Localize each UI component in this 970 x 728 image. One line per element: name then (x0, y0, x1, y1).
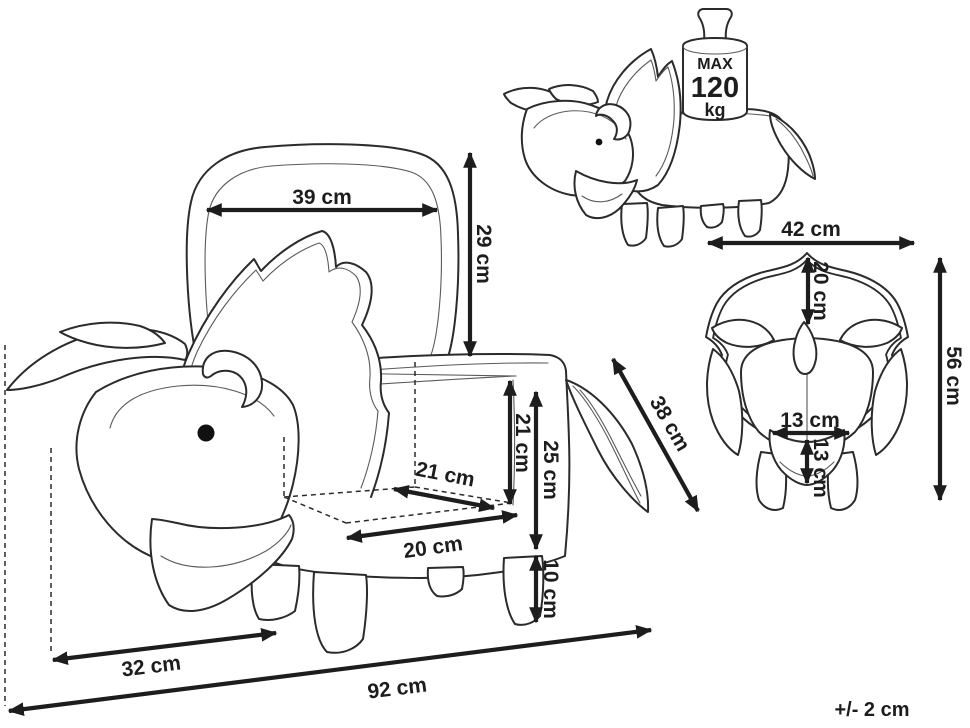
dim-arrow-seat-height: 25 cm (529, 390, 562, 551)
max-load-line3: kg (704, 100, 725, 120)
mouth-line (581, 193, 623, 203)
dim-arrow-frill-height: 20 cm (801, 256, 832, 326)
leg-outline (426, 566, 465, 598)
dim-arrow-lid-width: 39 cm (205, 186, 439, 217)
beak-outline (149, 514, 295, 612)
cheek-flap (870, 348, 908, 456)
mouth-line (160, 524, 292, 568)
dim-label-inner-height: 21 cm (511, 413, 534, 473)
main-view: 39 cm 29 cm 21 cm 25 cm 10 cm 21 cm 20 c… (4, 143, 700, 716)
dim-label-front-width: 42 cm (781, 218, 841, 241)
weight-knob (697, 8, 733, 42)
tail-fin-stitch (775, 118, 814, 177)
dim-arrow-inner-height: 21 cm (503, 379, 534, 506)
eye-dot (595, 138, 603, 146)
cheek-flap (706, 348, 744, 456)
dim-arrow-head-offset: 32 cm (51, 627, 278, 682)
dim-arrow-total-length: 92 cm (7, 625, 653, 716)
max-load-badge: MAX 120 kg (682, 8, 748, 121)
dim-arrow-total-height: 56 cm (933, 256, 965, 502)
dim-arrow-muzzle-width: 13 cm (771, 409, 851, 440)
tail-fin-outline (769, 113, 816, 180)
brow-horn (59, 321, 166, 349)
leg-outline (620, 202, 649, 247)
dim-label-total-height: 56 cm (942, 346, 965, 406)
leg-outline (250, 563, 301, 621)
dim-label-muzzle-height: 13 cm (809, 438, 832, 498)
leg-outline (312, 571, 368, 654)
max-load-line1: MAX (697, 56, 733, 73)
dim-arrow-leg-height: 10 cm (529, 554, 562, 624)
eye-dot (197, 424, 215, 442)
brow-horn (839, 318, 903, 348)
max-load-line2: 120 (691, 72, 739, 104)
dim-label-fin-length: 38 cm (645, 392, 695, 455)
weight-rim-line (682, 45, 748, 55)
head-outline (520, 99, 634, 197)
dim-label-seat-height: 25 cm (539, 440, 562, 500)
dim-label-muzzle-width: 13 cm (780, 409, 840, 432)
tolerance-note: +/- 2 cm (834, 699, 909, 721)
dim-label-total-length: 92 cm (366, 674, 428, 704)
dim-arrow-muzzle-height: 13 cm (800, 438, 832, 498)
dim-label-lid-width: 39 cm (292, 186, 352, 209)
dim-label-head-offset: 32 cm (120, 652, 182, 682)
nose-horn-curl (595, 103, 632, 141)
dim-label-frill-height: 20 cm (809, 261, 832, 321)
front-view: 42 cm 20 cm 56 cm 13 cm 13 cm (705, 218, 965, 511)
brow-horn (711, 318, 775, 348)
leg-outline (699, 203, 725, 229)
weight-cylinder (682, 37, 748, 121)
frill-outline (170, 230, 390, 498)
nose-horn (792, 321, 818, 375)
side-view: MAX 120 kg (503, 8, 816, 248)
nose-horn-curl (201, 349, 264, 408)
dim-arrow-lid-height: 29 cm (463, 151, 495, 358)
dim-label-lid-height: 29 cm (472, 224, 495, 284)
lid-inner-line (204, 163, 442, 358)
dim-label-leg-height: 10 cm (539, 559, 562, 619)
leg-outline (656, 205, 685, 248)
beak-outline (573, 170, 638, 220)
frill-inner-line (179, 242, 379, 489)
dim-arrow-front-width: 42 cm (706, 218, 916, 250)
leg-outline (737, 199, 763, 238)
